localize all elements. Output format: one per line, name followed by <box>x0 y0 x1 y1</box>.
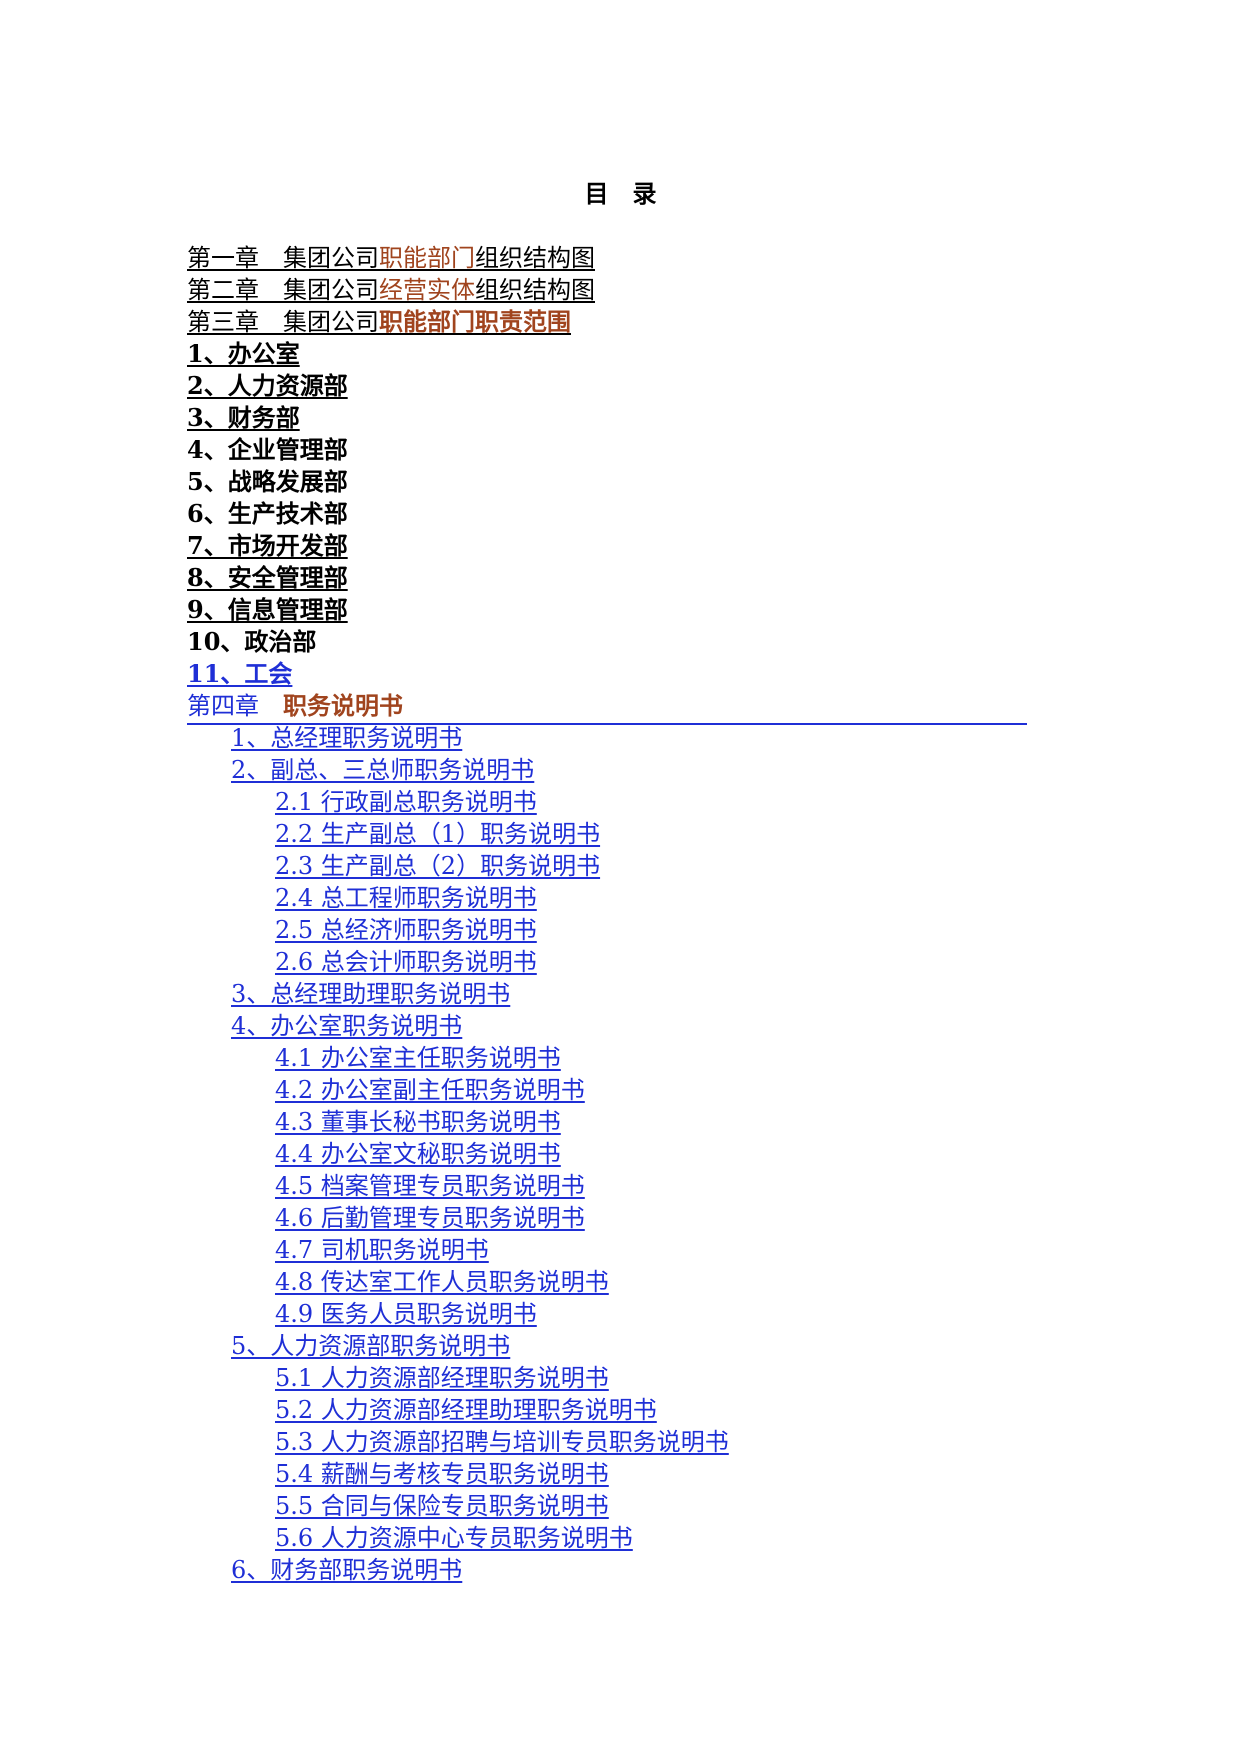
toc-dept-1[interactable]: 1、办公室 <box>187 338 316 370</box>
dept-2-label: 2、人力资源部 <box>187 371 348 400</box>
toc-dept-2[interactable]: 2、人力资源部 <box>187 370 348 402</box>
toc-job-2-2[interactable]: 2.2 生产副总（1）职务说明书 <box>275 820 601 848</box>
dept-6-label: 6、生产技术部 <box>187 499 348 528</box>
dept-9-label: 9、信息管理部 <box>187 595 348 624</box>
toc-chapter-1[interactable]: 第一章 集团公司职能部门组织结构图 <box>187 242 595 274</box>
toc-job-4-7[interactable]: 4.7 司机职务说明书 <box>275 1236 489 1264</box>
chapter-4-underline <box>187 723 1027 725</box>
toc-chapter-2[interactable]: 第二章 集团公司经营实体组织结构图 <box>187 274 595 306</box>
toc-dept-6: 6、生产技术部 <box>187 498 348 530</box>
toc-job-5-3[interactable]: 5.3 人力资源部招聘与培训专员职务说明书 <box>275 1428 729 1456</box>
dept-11-label: 11、工会 <box>187 659 293 688</box>
toc-job-4-4[interactable]: 4.4 办公室文秘职务说明书 <box>275 1140 561 1168</box>
toc-job-5[interactable]: 5、人力资源部职务说明书 <box>231 1332 511 1360</box>
toc-job-4-3[interactable]: 4.3 董事长秘书职务说明书 <box>275 1108 561 1136</box>
dept-5-label: 5、战略发展部 <box>187 467 348 496</box>
toc-job-5-5[interactable]: 5.5 合同与保险专员职务说明书 <box>275 1492 609 1520</box>
toc-job-1[interactable]: 1、总经理职务说明书 <box>231 724 463 752</box>
toc-job-2-6[interactable]: 2.6 总会计师职务说明书 <box>275 948 537 976</box>
toc-job-6[interactable]: 6、财务部职务说明书 <box>231 1556 463 1584</box>
toc-job-2-5[interactable]: 2.5 总经济师职务说明书 <box>275 916 537 944</box>
chapter-3-highlight: 职能部门职责范围 <box>379 307 571 336</box>
toc-job-5-1[interactable]: 5.1 人力资源部经理职务说明书 <box>275 1364 609 1392</box>
chapter-4-highlight: 职务说明书 <box>283 691 403 720</box>
toc-job-2-4[interactable]: 2.4 总工程师职务说明书 <box>275 884 537 912</box>
chapter-1-suffix: 组织结构图 <box>475 244 595 272</box>
toc-job-2[interactable]: 2、副总、三总师职务说明书 <box>231 756 535 784</box>
toc-job-2-1[interactable]: 2.1 行政副总职务说明书 <box>275 788 537 816</box>
dept-4-label: 4、企业管理部 <box>187 435 348 464</box>
toc-dept-3[interactable]: 3、财务部 <box>187 402 316 434</box>
dept-10-label: 10、政治部 <box>187 627 317 656</box>
toc-job-5-2[interactable]: 5.2 人力资源部经理助理职务说明书 <box>275 1396 657 1424</box>
toc-job-4-6[interactable]: 4.6 后勤管理专员职务说明书 <box>275 1204 585 1232</box>
toc-job-4-1[interactable]: 4.1 办公室主任职务说明书 <box>275 1044 561 1072</box>
dept-8-label: 8、安全管理部 <box>187 563 348 592</box>
toc-job-5-4[interactable]: 5.4 薪酬与考核专员职务说明书 <box>275 1460 609 1488</box>
toc-dept-5: 5、战略发展部 <box>187 466 348 498</box>
toc-job-4-5[interactable]: 4.5 档案管理专员职务说明书 <box>275 1172 585 1200</box>
toc-job-2-3[interactable]: 2.3 生产副总（2）职务说明书 <box>275 852 601 880</box>
toc-dept-4: 4、企业管理部 <box>187 434 348 466</box>
chapter-2-highlight: 经营实体 <box>379 276 475 304</box>
toc-dept-9[interactable]: 9、信息管理部 <box>187 594 381 626</box>
toc-chapter-4[interactable]: 第四章 职务说明书 <box>187 690 403 722</box>
toc-dept-10: 10、政治部 <box>187 626 316 658</box>
toc-job-4-8[interactable]: 4.8 传达室工作人员职务说明书 <box>275 1268 609 1296</box>
toc-dept-8[interactable]: 8、安全管理部 <box>187 562 364 594</box>
dept-1-label: 1、办公室 <box>187 339 300 368</box>
toc-job-4-2[interactable]: 4.2 办公室副主任职务说明书 <box>275 1076 585 1104</box>
toc-dept-7[interactable]: 7、市场开发部 <box>187 530 398 562</box>
chapter-2-suffix: 组织结构图 <box>475 276 595 304</box>
dept-3-label: 3、财务部 <box>187 403 300 432</box>
toc-dept-11[interactable]: 11、工会 <box>187 658 309 690</box>
chapter-4-prefix: 第四章 <box>187 692 283 720</box>
toc-chapter-3[interactable]: 第三章 集团公司职能部门职责范围 <box>187 306 571 338</box>
toc-job-4-9[interactable]: 4.9 医务人员职务说明书 <box>275 1300 537 1328</box>
chapter-3-prefix: 第三章 集团公司 <box>187 308 379 336</box>
chapter-1-highlight: 职能部门 <box>379 244 475 272</box>
chapter-1-prefix: 第一章 集团公司 <box>187 244 379 272</box>
dept-7-label: 7、市场开发部 <box>187 531 348 560</box>
toc-job-3[interactable]: 3、总经理助理职务说明书 <box>231 980 511 1008</box>
toc-job-4[interactable]: 4、办公室职务说明书 <box>231 1012 463 1040</box>
toc-title: 目 录 <box>584 179 657 208</box>
chapter-2-prefix: 第二章 集团公司 <box>187 276 379 304</box>
toc-job-5-6[interactable]: 5.6 人力资源中心专员职务说明书 <box>275 1524 633 1552</box>
